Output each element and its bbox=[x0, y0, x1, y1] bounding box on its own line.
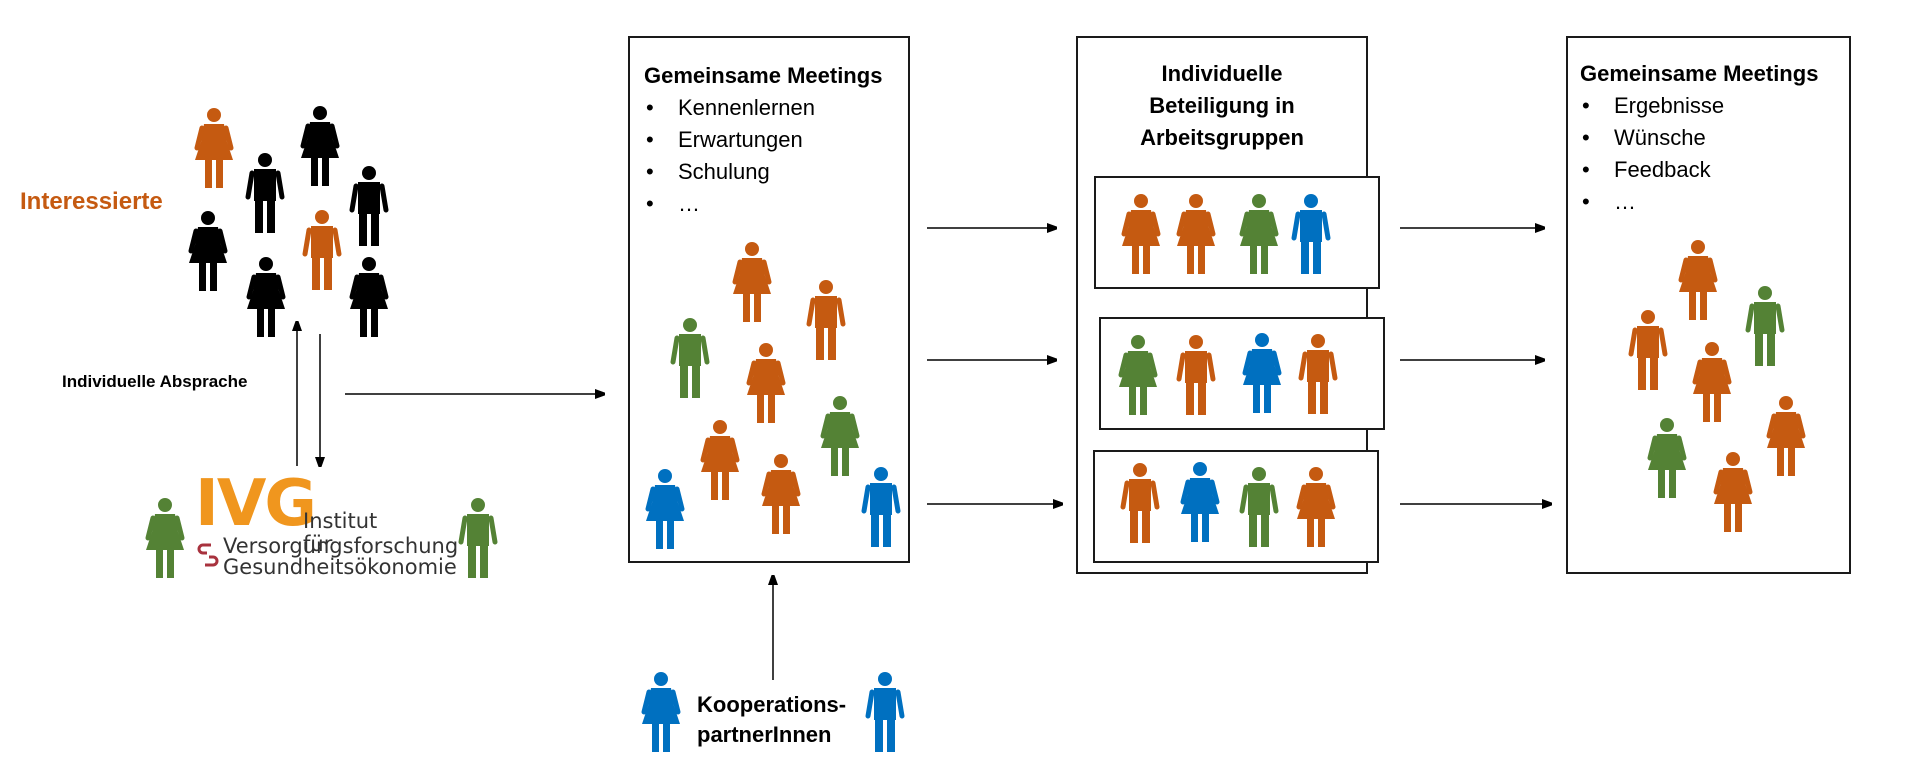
stage3-bullet: Wünsche bbox=[1580, 122, 1724, 154]
female-person-icon bbox=[1766, 396, 1806, 476]
male-person-icon bbox=[1298, 334, 1338, 414]
male-person-icon bbox=[1745, 286, 1785, 366]
stage1-bullet-list: Kennenlernen Erwartungen Schulung … bbox=[644, 92, 815, 220]
male-person-icon bbox=[349, 166, 389, 246]
stage1-bullet: Kennenlernen bbox=[644, 92, 815, 124]
female-person-icon bbox=[1647, 418, 1687, 498]
female-person-icon bbox=[1121, 194, 1161, 274]
stage1-title: Gemeinsame Meetings bbox=[644, 63, 883, 88]
male-person-icon bbox=[865, 672, 905, 752]
female-person-icon bbox=[188, 211, 228, 291]
female-person-icon bbox=[1692, 342, 1732, 422]
female-person-icon bbox=[1678, 240, 1718, 320]
interested-label: Interessierte bbox=[20, 188, 163, 215]
stage2-title: Individuelle Beteiligung in Arbeitsgrupp… bbox=[1078, 58, 1366, 154]
male-person-icon bbox=[245, 153, 285, 233]
female-person-icon bbox=[732, 242, 772, 322]
female-person-icon bbox=[1296, 467, 1336, 547]
stage1-bullet: … bbox=[644, 188, 815, 220]
female-person-icon bbox=[761, 454, 801, 534]
stage3-bullet: … bbox=[1580, 186, 1724, 218]
male-person-icon bbox=[1239, 467, 1279, 547]
stage3-bullet: Ergebnisse bbox=[1580, 90, 1724, 122]
female-person-icon bbox=[700, 420, 740, 500]
female-person-icon bbox=[820, 396, 860, 476]
male-person-icon bbox=[1120, 463, 1160, 543]
female-person-icon bbox=[1118, 335, 1158, 415]
male-person-icon bbox=[861, 467, 901, 547]
stage3-title: Gemeinsame Meetings bbox=[1580, 61, 1819, 86]
female-person-icon bbox=[246, 257, 286, 337]
stage2-title-line3: Arbeitsgruppen bbox=[1140, 125, 1304, 150]
chain-link-icon bbox=[197, 543, 219, 567]
logo-line-2: Versorgungsforschung bbox=[223, 534, 459, 558]
partners-label-line1: Kooperations- bbox=[697, 692, 847, 717]
female-person-icon bbox=[194, 108, 234, 188]
stage1-bullet: Erwartungen bbox=[644, 124, 815, 156]
stage3-bullet-list: Ergebnisse Wünsche Feedback … bbox=[1580, 90, 1724, 218]
ivg-logo: IVG Institut für Versorgungsforschung Ge… bbox=[195, 467, 458, 579]
female-person-icon bbox=[1242, 333, 1282, 413]
male-person-icon bbox=[1176, 335, 1216, 415]
stage1-bullet: Schulung bbox=[644, 156, 815, 188]
stage2-title-line2: Beteiligung in bbox=[1149, 93, 1295, 118]
female-person-icon bbox=[300, 106, 340, 186]
female-person-icon bbox=[1176, 194, 1216, 274]
female-person-icon bbox=[1180, 462, 1220, 542]
partners-label-line2: partnerInnen bbox=[697, 722, 832, 747]
female-person-icon bbox=[145, 498, 185, 578]
stage3-bullet: Feedback bbox=[1580, 154, 1724, 186]
male-person-icon bbox=[670, 318, 710, 398]
logo-line-3: Gesundheitsökonomie bbox=[223, 555, 457, 579]
female-person-icon bbox=[1713, 452, 1753, 532]
stage2-title-line1: Individuelle bbox=[1161, 61, 1283, 86]
male-person-icon bbox=[458, 498, 498, 578]
male-person-icon bbox=[1291, 194, 1331, 274]
male-person-icon bbox=[806, 280, 846, 360]
logo-line-1: Institut für bbox=[303, 509, 378, 556]
partners-label: Kooperations- partnerInnen bbox=[697, 690, 846, 750]
female-person-icon bbox=[645, 469, 685, 549]
female-person-icon bbox=[1239, 194, 1279, 274]
stage3-box: Gemeinsame Meetings Ergebnisse Wünsche F… bbox=[1566, 36, 1851, 574]
female-person-icon bbox=[746, 343, 786, 423]
agreement-label: Individuelle Absprache bbox=[62, 372, 248, 391]
male-person-icon bbox=[302, 210, 342, 290]
logo-acronym: IVG bbox=[195, 467, 317, 541]
female-person-icon bbox=[641, 672, 681, 752]
female-person-icon bbox=[349, 257, 389, 337]
male-person-icon bbox=[1628, 310, 1668, 390]
